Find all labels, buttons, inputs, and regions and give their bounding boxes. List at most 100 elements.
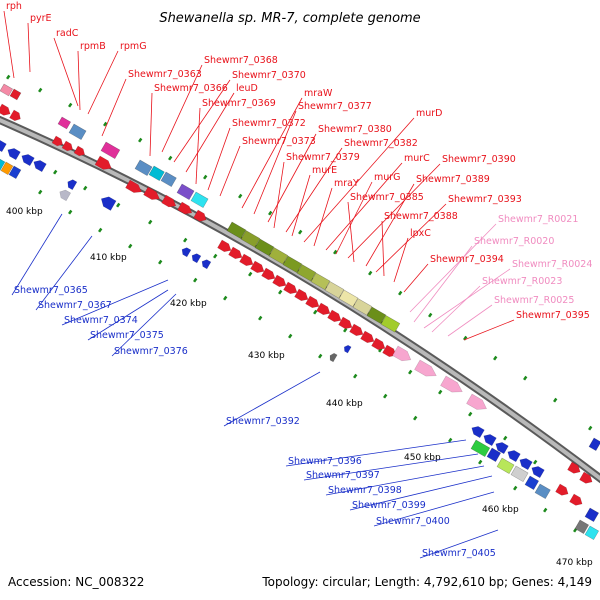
- kbp-label: 400 kbp: [6, 207, 43, 217]
- forward-gene: [217, 239, 232, 252]
- kbp-label: 440 kbp: [326, 399, 363, 409]
- outer-tick: [428, 312, 433, 318]
- forward-gene-label: Shewmr7_0363: [128, 69, 202, 80]
- cog-box: [366, 306, 387, 325]
- cog-box: [338, 289, 359, 308]
- forward-gene-label: radC: [56, 28, 79, 39]
- summary-text: Topology: circular; Length: 4,792,610 bp…: [261, 575, 592, 589]
- kbp-label: 470 kbp: [556, 558, 593, 568]
- outer-tick: [38, 87, 43, 93]
- forward-gene-label: murC: [404, 153, 430, 164]
- leader-line: [195, 107, 201, 185]
- leader-line: [409, 223, 497, 313]
- inner-tick: [223, 295, 228, 301]
- forward-gene: [579, 471, 593, 484]
- reverse-gene-label: Shewmr7_0376: [114, 346, 188, 357]
- reverse-gene: [7, 148, 21, 161]
- reverse-gene: [483, 434, 497, 447]
- cog-box: [240, 230, 261, 248]
- leader-line: [111, 293, 177, 357]
- cog-box: [160, 171, 177, 188]
- reverse-gene: [0, 140, 7, 153]
- label-leader-lines: [3, 10, 515, 559]
- reverse-gene: [495, 442, 509, 455]
- reverse-gene: [519, 458, 533, 471]
- cog-box: [0, 157, 6, 172]
- leader-line: [161, 64, 203, 153]
- leader-line: [285, 147, 343, 233]
- outer-tick: [103, 121, 108, 127]
- cog-box: [268, 247, 289, 265]
- cog-box: [226, 221, 247, 240]
- inner-tick: [158, 259, 163, 265]
- cog-box: [470, 439, 491, 458]
- leader-line: [381, 220, 385, 277]
- inner-tick: [193, 277, 198, 283]
- forward-gene-label: Shewmr7_0389: [416, 174, 490, 185]
- inner-tick: [448, 437, 453, 443]
- cog-box: [57, 116, 72, 130]
- genome-backbone: [0, 115, 600, 484]
- forward-gene: [316, 302, 331, 315]
- forward-gene: [567, 461, 581, 474]
- inner-tick: [128, 243, 133, 249]
- leader-line: [291, 174, 311, 237]
- reverse-gene-label: Shewmr7_0397: [306, 470, 380, 481]
- rna-gene: [414, 359, 437, 377]
- outer-tick: [68, 102, 73, 108]
- leader-line: [325, 162, 403, 251]
- leader-line: [413, 245, 473, 323]
- reverse-gene: [201, 259, 212, 270]
- forward-gene: [143, 186, 160, 200]
- leader-line: [173, 79, 231, 163]
- backbone-fill: [0, 118, 600, 481]
- kbp-label: 450 kbp: [404, 453, 441, 463]
- mid-tick: [83, 185, 88, 191]
- forward-gene-label: Shewmr7_0390: [442, 154, 516, 165]
- forward-gene-label: pyrE: [30, 13, 52, 24]
- outer-tick: [333, 249, 338, 255]
- reverse-gene-label: Shewmr7_0374: [64, 315, 138, 326]
- leader-line: [335, 181, 373, 255]
- forward-gene-label: lpxC: [410, 228, 431, 239]
- forward-gene: [305, 295, 320, 308]
- outer-tick: [553, 397, 558, 403]
- forward-gene: [349, 323, 364, 336]
- inner-tick: [543, 507, 548, 513]
- rna-gene: [392, 345, 412, 362]
- cog-box: [534, 483, 551, 500]
- reverse-gene-label: Shewmr7_0400: [376, 516, 450, 527]
- reverse-gene: [471, 426, 485, 439]
- leader-line: [403, 263, 429, 293]
- forward-gene-label: rph: [6, 1, 22, 12]
- reverse-gene: [100, 196, 117, 211]
- forward-gene: [360, 330, 375, 343]
- kbp-label: 410 kbp: [90, 253, 127, 263]
- mid-tick: [213, 253, 218, 259]
- leader-line: [365, 183, 415, 267]
- cog-box: [148, 165, 165, 182]
- accession-text: Accession: NC_008322: [8, 575, 144, 589]
- forward-gene-label: Shewmr7_0385: [350, 192, 424, 203]
- forward-gene-label: Shewmr7_0377: [298, 101, 372, 112]
- inner-tick: [258, 315, 263, 321]
- map-title: Shewanella sp. MR-7, complete genome: [159, 11, 420, 26]
- cog-box: [68, 123, 87, 141]
- inner-tick: [413, 415, 418, 421]
- tick-marks: [6, 74, 593, 533]
- forward-gene: [73, 145, 85, 157]
- outer-tick: [203, 174, 208, 180]
- forward-gene-label: Shewmr7_0394: [430, 254, 504, 265]
- leader-line: [87, 50, 119, 115]
- inner-tick: [478, 459, 483, 465]
- leader-line: [53, 37, 79, 107]
- leader-line: [347, 163, 441, 259]
- cog-box: [324, 281, 345, 299]
- forward-gene: [9, 109, 21, 122]
- reverse-gene-label: Shewmr7_0396: [288, 456, 362, 467]
- leader-line: [149, 92, 153, 157]
- forward-gene-label: Shewmr7_0388: [384, 211, 458, 222]
- leader-line: [431, 285, 481, 333]
